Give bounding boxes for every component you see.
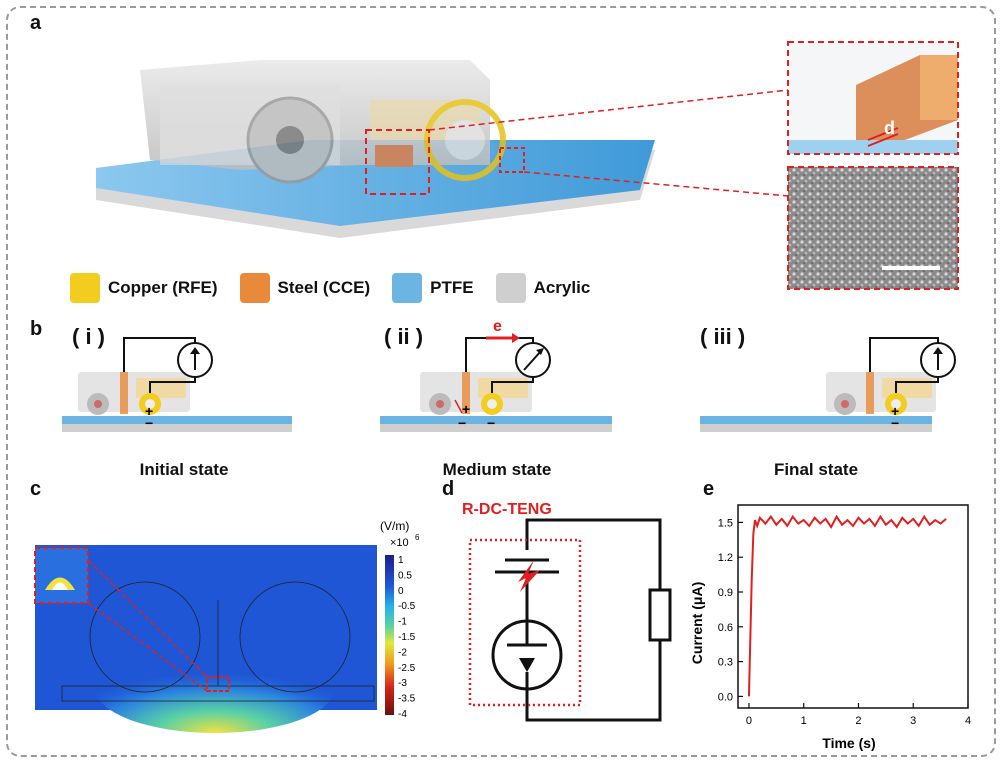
y-tick-label: 0.6 [718,622,733,634]
colorbar-multiplier: ×10 [390,537,409,549]
x-axis-label: Time (s) [822,735,875,751]
panel-label-a: a [30,12,42,34]
stage-i-label: ( i ) [72,324,105,349]
colorbar-tick-label: -4 [398,709,407,720]
steel-electrode [375,145,413,167]
panel-a-illustration: d [96,41,959,290]
stage-i-schematic: + − [62,337,292,432]
svg-text:+: + [145,403,153,419]
panel-d-circuit: R-DC-TENG [462,501,672,722]
plot-frame [737,504,969,709]
panel-label-c: c [30,478,42,500]
vehicle-body [140,60,506,184]
stage-iii-caption: Final state [773,460,859,479]
gap-label: d [884,118,895,138]
colorbar-tick-label: 0.5 [398,570,412,581]
panel-b-schematics: + − e + − − + − [62,318,956,432]
svg-text:−: − [145,415,153,431]
colorbar-unit: (V/m) [380,519,409,533]
circuit-title: R-DC-TENG [462,501,552,518]
legend-item-steel: Steel (CCE) [239,273,370,303]
legend-item-ptfe: PTFE [392,273,474,303]
colorbar-tick-label: -1.5 [398,632,416,643]
y-axis-label: Current (μA) [689,582,705,664]
x-tick-label: 2 [855,715,861,727]
lightning-icon [518,560,540,592]
x-tick-label: 1 [801,715,807,727]
svg-text:+: + [891,403,899,419]
colorbar-tick-label: 0 [398,586,404,597]
figure-frame [6,6,996,757]
colorbar-tick-label: -3 [398,678,407,689]
colorbar [385,555,394,715]
colorbar-tick-label: 1 [398,555,404,566]
stage-iii-schematic: + − [700,337,956,432]
legend-item-copper: Copper (RFE) [70,273,218,303]
y-tick-label: 0.3 [718,657,733,669]
zoom-inset-sem [787,166,959,290]
material-legend: Copper (RFE) Steel (CCE) PTFE Acrylic [70,268,590,308]
stage-iii-label: ( iii ) [700,324,746,349]
stage-ii-schematic: e + − − [380,318,612,432]
svg-text:6: 6 [415,533,420,542]
colorbar-tick-label: -2 [398,647,407,658]
panel-label-d: d [442,478,455,500]
y-tick-label: 0.0 [718,691,733,703]
stage-ii-caption: Medium state [442,460,552,479]
stage-ii-label: ( ii ) [384,324,424,349]
svg-text:−: − [891,415,899,431]
x-tick-label: 0 [746,715,752,727]
current-series-line [747,514,947,697]
resistor [648,588,672,642]
colorbar-tick-label: -1 [398,617,407,628]
x-tick-label: 4 [965,715,971,727]
svg-text:−: − [487,415,495,431]
zoom-inset-electrode: d [787,41,959,155]
y-tick-label: 1.2 [718,552,733,564]
steel-swatch [239,273,270,303]
colorbar-tick-label: -2.5 [398,663,416,674]
panel-label-b: b [30,318,43,340]
legend-item-acrylic: Acrylic [495,273,590,303]
y-tick-label: 1.5 [718,517,733,529]
colorbar-tick-label: -0.5 [398,601,416,612]
colorbar-tick-label: -3.5 [398,694,416,705]
x-tick-label: 3 [910,715,916,727]
panel-c-field-map: (V/m) ×10 6 1 0.5 0 -0.5 -1 -1.5 -2 -2.5 -3 -3.5 -… [34,519,420,733]
copper-swatch [70,273,100,303]
panel-label-e: e [703,478,715,500]
colorbar-ticks: 1 0.5 0 -0.5 -1 -1.5 -2 -2.5 -3 -3.5 -4 [398,555,416,720]
stage-i-caption: Initial state [139,460,229,479]
acrylic-swatch [495,273,526,303]
ptfe-swatch [392,273,423,303]
svg-text:+: + [462,401,470,417]
y-tick-label: 0.9 [718,587,733,599]
svg-text:−: − [458,415,466,431]
electron-label: e [493,318,502,335]
field-inset [34,547,89,604]
